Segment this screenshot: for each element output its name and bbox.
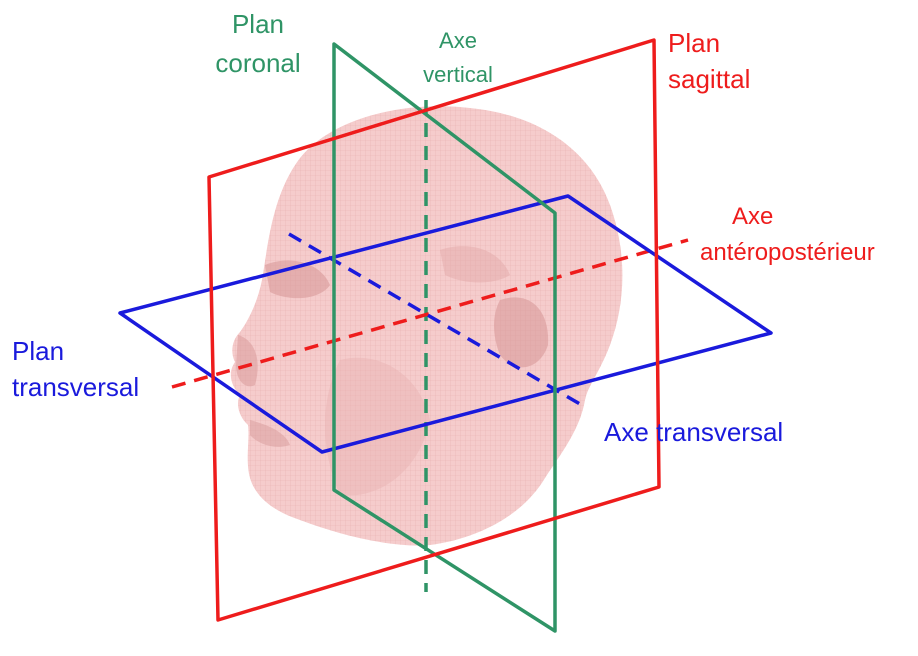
- head-mesh: [230, 106, 623, 546]
- ear-shade: [494, 297, 549, 368]
- label-axe-anteroposterior: Axe antéropostérieur: [700, 203, 875, 266]
- label-axe-vertical-line1: Axe: [439, 28, 477, 53]
- label-axe-vertical: Axe vertical: [423, 28, 493, 87]
- cheek-shade: [325, 357, 430, 496]
- label-plan-sagittal-line2: sagittal: [668, 64, 750, 94]
- label-plan-transversal: Plan transversal: [12, 336, 139, 402]
- label-axe-ap-line1: Axe: [732, 203, 773, 230]
- plan-coronal-outline: [332, 42, 557, 633]
- label-plan-sagittal: Plan sagittal: [668, 28, 750, 94]
- axe-anteroposterior-line: [171, 238, 689, 389]
- mouth-shade: [250, 420, 290, 447]
- head-illustration: [230, 106, 623, 546]
- label-plan-sagittal-line1: Plan: [668, 28, 720, 58]
- label-plan-transversal-line1: Plan: [12, 336, 64, 366]
- label-axe-vertical-line2: vertical: [423, 62, 493, 87]
- label-plan-coronal-line1: Plan: [232, 9, 284, 39]
- plan-sagittal-outline: [207, 38, 661, 622]
- label-plan-coronal: Plan coronal: [215, 9, 300, 78]
- temple-shade: [440, 246, 510, 283]
- axe-transversal-line: [288, 232, 586, 409]
- label-axe-ap-line2: antéropostérieur: [700, 239, 875, 266]
- label-axe-transversal: Axe transversal: [604, 417, 783, 447]
- label-plan-coronal-line2: coronal: [215, 48, 300, 78]
- nose-shade: [236, 335, 258, 387]
- label-plan-transversal-line2: transversal: [12, 372, 139, 402]
- plan-transversal-outline: [118, 194, 773, 454]
